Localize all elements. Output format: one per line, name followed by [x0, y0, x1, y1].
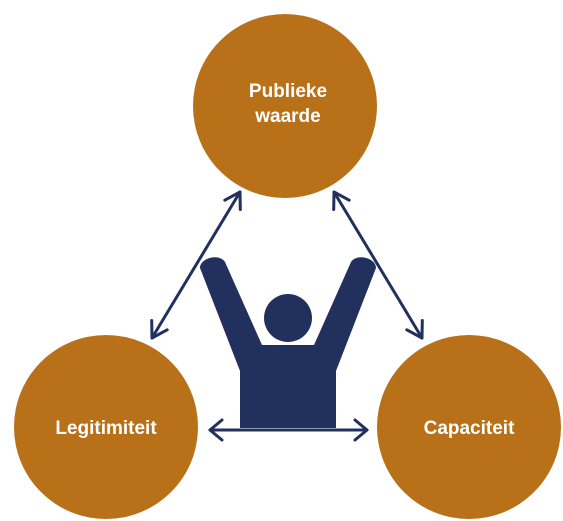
node-publieke-waarde: Publieke waarde [193, 14, 377, 198]
node-label-left: Legitimiteit [55, 418, 157, 439]
node-capaciteit: Capaciteit [377, 335, 561, 519]
node-label-right: Capaciteit [424, 418, 515, 439]
node-circle-top [193, 14, 377, 198]
arrow-left-right [208, 418, 369, 442]
arrow-top-right [332, 190, 424, 340]
node-label-top-line2: waarde [254, 106, 320, 127]
node-legitimiteit: Legitimiteit [14, 335, 198, 519]
node-label-top-line1: Publieke [249, 81, 327, 102]
node-circle-left [14, 335, 198, 519]
person-arms-raised-icon [200, 257, 376, 428]
arrow-top-left [150, 190, 242, 340]
node-circle-right [377, 335, 561, 519]
